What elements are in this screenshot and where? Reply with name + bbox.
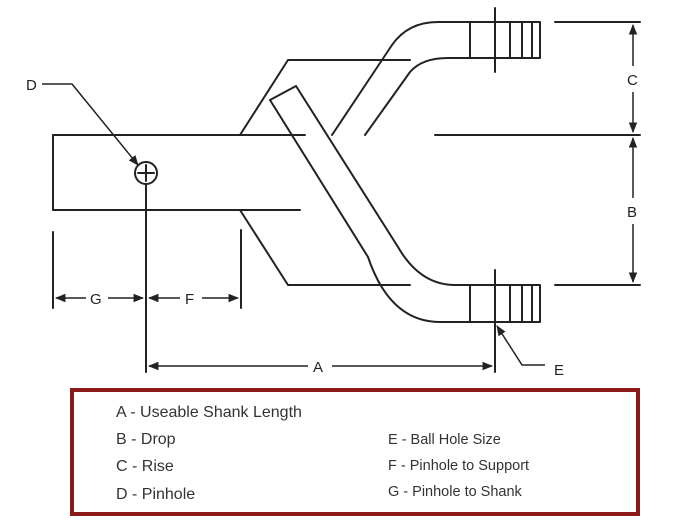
- legend-item-c: C - Rise: [116, 458, 174, 475]
- label-c: C: [627, 72, 638, 89]
- label-e: E: [554, 362, 564, 379]
- legend-box: A - Useable Shank Length B - Drop C - Ri…: [70, 388, 640, 516]
- label-d: D: [26, 77, 37, 94]
- lower-ball-platform: [469, 284, 541, 323]
- leader-d: [42, 83, 139, 166]
- receiver-shank: [52, 134, 306, 211]
- label-f: F: [185, 291, 194, 308]
- lower-bent-arm: [364, 57, 471, 136]
- legend-item-f: F - Pinhole to Support: [388, 458, 530, 474]
- support-plate: [239, 59, 411, 286]
- front-arm: [269, 85, 471, 286]
- upper-bent-arm: [331, 21, 471, 136]
- legend-item-g: G - Pinhole to Shank: [388, 484, 522, 500]
- legend-item-e: E - Ball Hole Size: [388, 432, 501, 448]
- label-g: G: [90, 291, 102, 308]
- legend-item-d: D - Pinhole: [116, 486, 196, 503]
- legend-item-a: A - Useable Shank Length: [116, 404, 302, 421]
- upper-ball-platform: [469, 21, 541, 59]
- label-b: B: [627, 204, 637, 221]
- leader-e: [496, 325, 545, 366]
- legend-item-b: B - Drop: [116, 431, 176, 448]
- label-a: A: [313, 359, 323, 376]
- front-arm-lower: [269, 99, 471, 323]
